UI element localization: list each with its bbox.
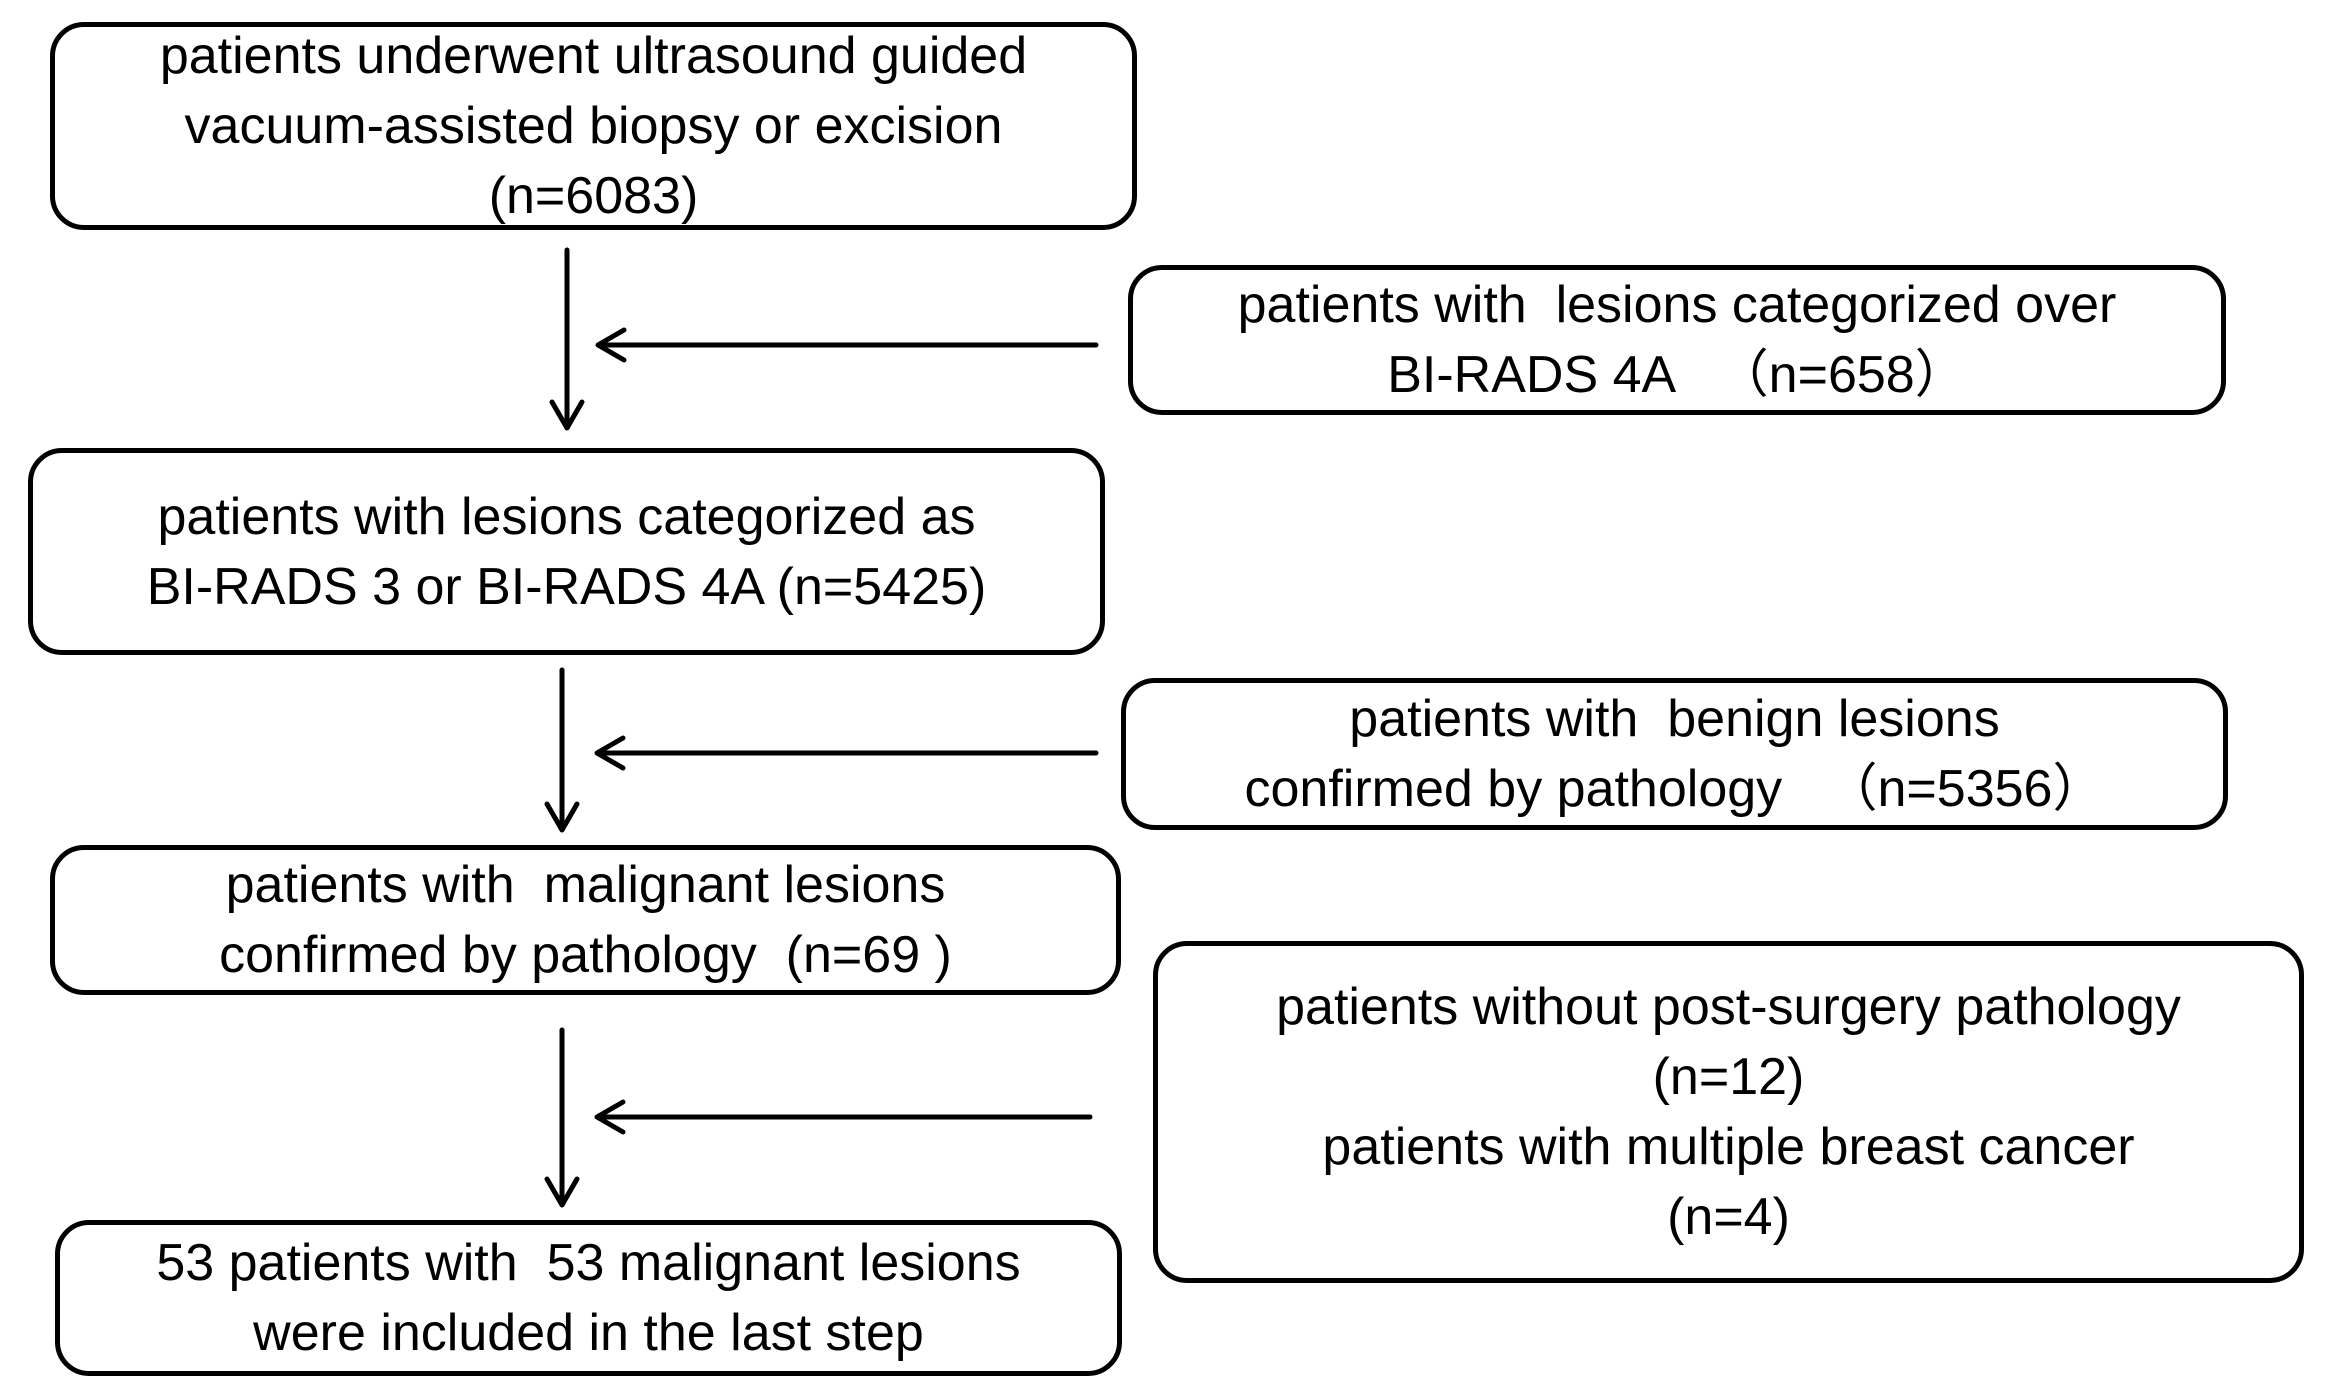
- box-excluded-no-pathology-or-multiple-cancer: patients without post-surgery pathology …: [1153, 941, 2304, 1283]
- box-excluded-over-bi-rads-4a: patients with lesions categorized over B…: [1128, 265, 2226, 415]
- box-initial-cohort: patients underwent ultrasound guided vac…: [50, 22, 1137, 230]
- box-excluded-benign-lesions: patients with benign lesions confirmed b…: [1121, 678, 2228, 830]
- arrow-step2-to-step3: [544, 667, 580, 833]
- arrow-exclusion3: [594, 1099, 1093, 1135]
- arrow-step3-to-step4: [544, 1027, 580, 1208]
- arrow-exclusion1: [595, 327, 1099, 363]
- arrow-step1-to-step2: [549, 247, 585, 431]
- arrow-exclusion2: [594, 735, 1099, 771]
- box-malignant-lesions: patients with malignant lesions confirme…: [50, 845, 1121, 995]
- box-final-included: 53 patients with 53 malignant lesions we…: [55, 1220, 1122, 1376]
- box-bi-rads-3-or-4a: patients with lesions categorized as BI-…: [28, 448, 1105, 655]
